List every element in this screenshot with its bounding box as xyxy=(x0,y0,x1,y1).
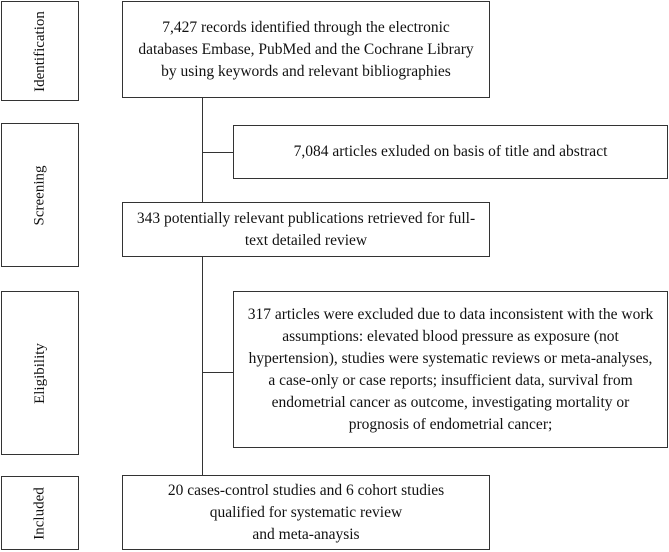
stage-eligibility-label: Eligibility xyxy=(31,342,48,404)
connector-branch-to-title-exclusion xyxy=(202,152,233,153)
title-abstract-exclusion-text: 7,084 articles exluded on basis of title… xyxy=(293,143,608,160)
stage-eligibility: Eligibility xyxy=(1,291,79,455)
studies-included-text: 20 cases-control studies and 6 cohort st… xyxy=(167,481,445,543)
full-text-retrieved-text: 343 potentially relevant publications re… xyxy=(136,209,476,249)
records-identified-box: 7,427 records identified through the ele… xyxy=(122,1,490,98)
stage-identification-label: Identification xyxy=(31,10,48,92)
title-abstract-exclusion-box: 7,084 articles exluded on basis of title… xyxy=(233,125,668,179)
stage-screening: Screening xyxy=(1,123,79,267)
connector-retrieved-to-included xyxy=(202,257,203,475)
records-identified-text: 7,427 records identified through the ele… xyxy=(138,18,474,80)
full-text-exclusion-text: 317 articles were excluded due to data i… xyxy=(247,305,654,433)
stage-included: Included xyxy=(1,476,79,550)
connector-identified-to-retrieved xyxy=(202,98,203,202)
stage-included-label: Included xyxy=(31,486,48,540)
full-text-exclusion-box: 317 articles were excluded due to data i… xyxy=(233,291,668,448)
stage-identification: Identification xyxy=(1,1,79,101)
full-text-retrieved-box: 343 potentially relevant publications re… xyxy=(122,202,490,257)
stage-screening-label: Screening xyxy=(31,165,48,225)
connector-branch-to-full-exclusion xyxy=(202,372,233,373)
studies-included-box: 20 cases-control studies and 6 cohort st… xyxy=(122,475,490,550)
